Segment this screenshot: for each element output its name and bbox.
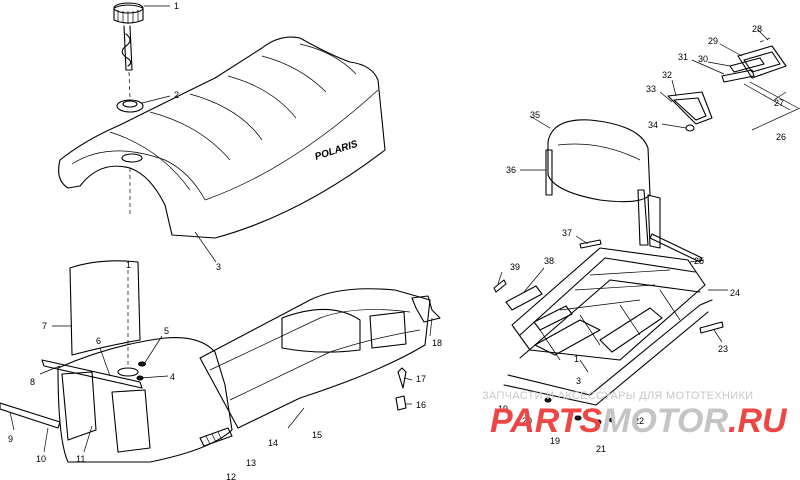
callout-22: 22 — [634, 416, 644, 426]
callout-38: 38 — [544, 256, 554, 266]
callout-8: 8 — [30, 377, 35, 387]
callout-11: 11 — [76, 454, 85, 464]
callout-32: 32 — [662, 70, 672, 80]
fuel-tank — [0, 260, 441, 463]
callout-7: 7 — [42, 321, 47, 331]
callout-33: 33 — [646, 84, 656, 94]
callout-19b: 19 — [550, 436, 560, 446]
callout-18: 18 — [432, 338, 442, 348]
callout-34: 34 — [648, 120, 658, 130]
callout-5: 5 — [164, 326, 169, 336]
callout-10: 10 — [36, 454, 46, 464]
rack-assembly — [493, 119, 724, 425]
callout-25: 25 — [694, 256, 704, 266]
watermark-brand-part3: .RU — [728, 402, 788, 440]
callout-21: 21 — [596, 444, 606, 454]
callout-12: 14 — [268, 438, 278, 448]
callout-23: 23 — [718, 344, 728, 354]
taillight-parts — [667, 37, 800, 132]
fuel-cap — [113, 2, 144, 71]
callout-31: 31 — [678, 52, 688, 62]
callout-29: 29 — [708, 36, 718, 46]
callout-3: 3 — [216, 262, 221, 272]
callout-1b: 1 — [126, 260, 131, 270]
callout-30: 30 — [698, 54, 708, 64]
callout-16: 16 — [416, 400, 426, 410]
callout-17: 17 — [416, 374, 426, 384]
callout-4: 4 — [170, 372, 175, 382]
callout-numbers: 1 2 3 1 4 5 6 7 8 9 10 11 14 13 12 15 16… — [8, 1, 786, 480]
callout-24: 24 — [730, 288, 740, 298]
watermark-brand-part1: PARTS — [490, 402, 602, 440]
watermark-brand-part2: MOTOR — [602, 402, 728, 440]
callout-13: 13 — [246, 458, 256, 468]
callout-39: 39 — [510, 262, 520, 272]
callout-35: 35 — [530, 110, 540, 120]
callout-20: 20 — [522, 416, 532, 426]
callout-14: 12 — [226, 472, 236, 480]
watermark-brand: PARTSMOTOR.RU — [490, 402, 788, 440]
callout-3b: 3 — [576, 376, 581, 386]
callout-2: 2 — [174, 90, 179, 100]
callout-19: 19 — [498, 404, 508, 414]
callout-6: 6 — [96, 336, 101, 346]
callout-1: 1 — [174, 1, 179, 11]
callout-28: 28 — [752, 24, 762, 34]
callout-37: 37 — [562, 228, 572, 238]
watermark: ЗАПЧАСТИ И АКСЕССУАРЫ ДЛЯ МОТОТЕХНИКИ PA… — [482, 390, 788, 440]
callout-27: 27 — [774, 98, 784, 108]
callout-36: 36 — [506, 165, 516, 175]
grommet — [116, 71, 144, 113]
leader-lines — [9, 5, 787, 453]
callout-1c: 1 — [574, 354, 579, 364]
seat: POLARIS — [58, 36, 386, 239]
watermark-subtitle: ЗАПЧАСТИ И АКСЕССУАРЫ ДЛЯ МОТОТЕХНИКИ — [482, 390, 753, 402]
callout-26: 26 — [776, 132, 786, 142]
seat-logo-text: POLARIS — [314, 139, 360, 163]
callout-15: 15 — [312, 430, 322, 440]
callout-9: 9 — [8, 434, 13, 444]
